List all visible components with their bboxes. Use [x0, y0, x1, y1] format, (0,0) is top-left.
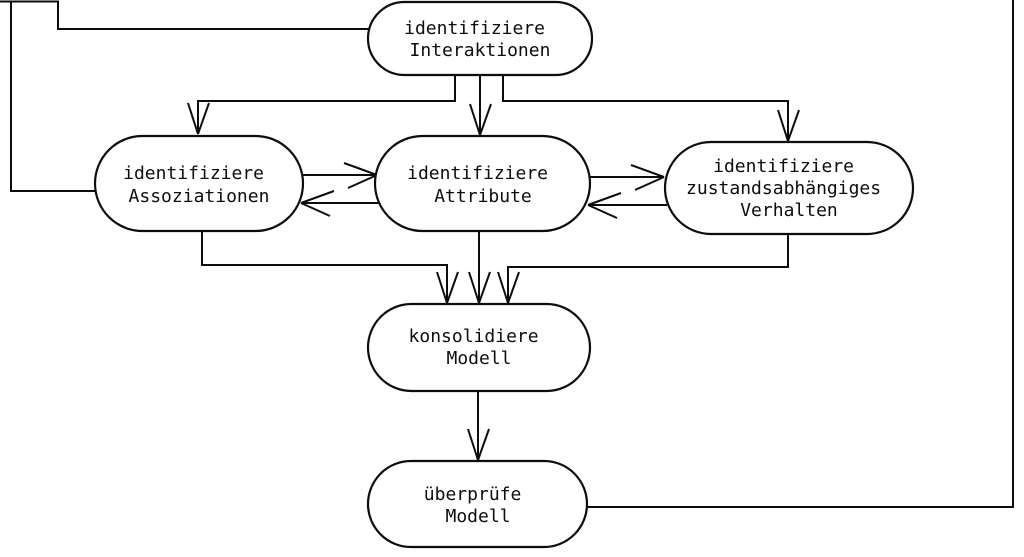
edge-attribute-to-konsolidiere [468, 231, 491, 304]
edge-interaktionen-to-assoziationen [187, 75, 456, 135]
edge-attribute-to-assoziationen [300, 190, 380, 217]
node-identifiziere-interaktionen [366, 0, 594, 77]
label-identifiziere-assoziationen: identifiziere Assoziationen [123, 163, 275, 207]
label-identifiziere-attribute: identifiziere Attribute [407, 163, 559, 207]
edge-assoziationen-to-konsolidiere [201, 231, 459, 304]
edge-interaktionen-to-verhalten [502, 75, 800, 142]
edge-layer [0, 0, 1014, 508]
edge-feedback-to-interaktionen [0, 0, 370, 30]
node-konsolidiere-modell [366, 302, 592, 393]
label-layer: identifiziere Interaktionen identifizier… [123, 18, 892, 527]
label-konsolidiere-modell: konsolidiere Modell [409, 326, 550, 369]
label-ueberpruefe-modell: überprüfe Modell [424, 484, 532, 527]
node-identifiziere-verhalten [663, 140, 915, 236]
label-identifiziere-verhalten: identifiziere zustandsabhängiges Verhalt… [686, 156, 892, 221]
label-identifiziere-interaktionen: identifiziere Interaktionen [404, 18, 556, 61]
edge-verhalten-to-attribute [587, 192, 667, 219]
node-layer [93, 0, 915, 549]
edge-konsolidiere-to-ueberpruefe [467, 391, 490, 461]
node-identifiziere-attribute [373, 134, 592, 233]
edge-attribute-to-verhalten [590, 164, 665, 191]
edge-feedback-to-assoziationen [10, 1, 97, 192]
edge-verhalten-to-konsolidiere [497, 234, 789, 304]
edge-assoziationen-to-attribute [303, 162, 378, 189]
edge-interaktionen-to-attribute [469, 75, 492, 136]
node-identifiziere-assoziationen [93, 134, 305, 233]
node-ueberpruefe-modell [366, 459, 589, 549]
edge-ueberpruefe-feedback-right [586, 0, 1014, 508]
